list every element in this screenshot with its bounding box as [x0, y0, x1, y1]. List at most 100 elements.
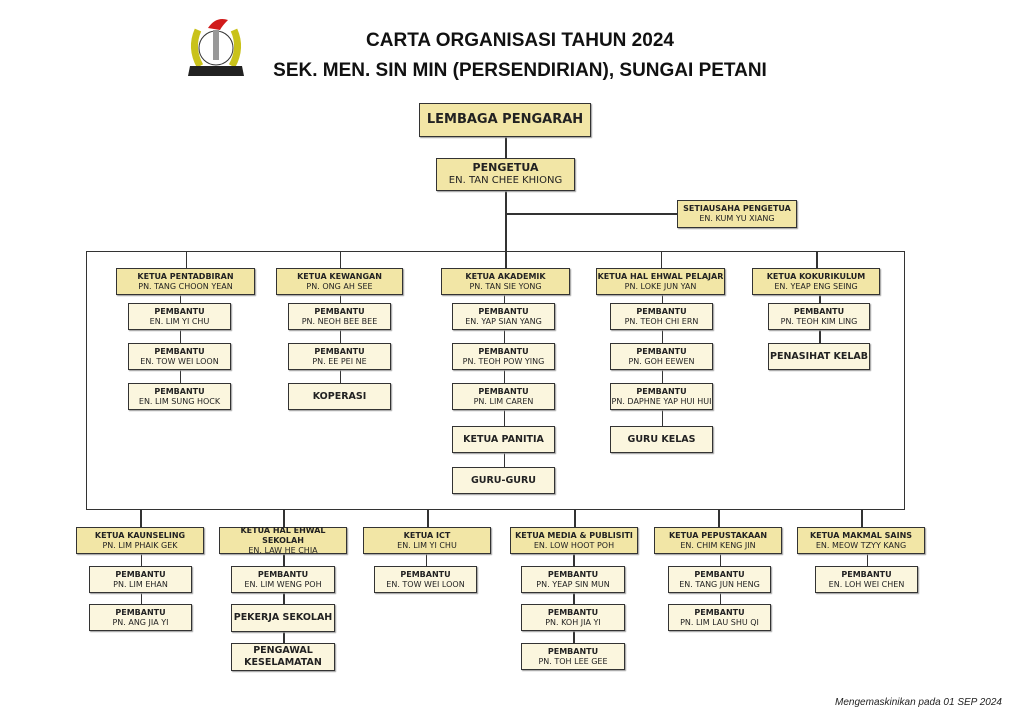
connector-line	[866, 554, 868, 566]
person-name: PN. KOH JIA YI	[545, 617, 601, 627]
connector-line	[718, 510, 720, 527]
connector-line	[574, 510, 576, 527]
connector-line	[185, 251, 187, 268]
person-name: PN. LIM LAU SHU QI	[680, 617, 759, 627]
box-title: PEMBANTU	[314, 306, 365, 316]
box-title: PENGETUA	[472, 161, 539, 175]
box-title: KETUA KAUNSELING	[94, 530, 186, 540]
box-title: PEMBANTU	[547, 646, 599, 656]
person-name: PN. TANG CHOON YEAN	[138, 281, 233, 291]
unit-box: PENGAWAL KESELAMATAN	[231, 643, 335, 671]
person-name: PN. TOH LEE GEE	[538, 656, 608, 666]
connector-line	[505, 137, 507, 270]
connector-line	[427, 510, 429, 527]
person-name: EN. TAN CHEE KHIONG	[448, 175, 563, 187]
connector-line	[505, 251, 507, 268]
person-name: PN. LIM CAREN	[473, 396, 534, 406]
person-name: EN. TANG JUN HENG	[679, 579, 760, 589]
box-title: KETUA KOKURIKULUM	[766, 271, 866, 281]
box-title: PEMBANTU	[154, 346, 205, 356]
box-title: PEMBANTU	[841, 569, 892, 579]
box-title: SETIAUSAHA PENGETUA	[683, 204, 791, 213]
connector-line	[179, 295, 181, 383]
person-name: PN. TAN SIE YONG	[469, 281, 542, 291]
connector-line	[339, 251, 341, 268]
box-title: KETUA PENTADBIRAN	[137, 271, 234, 281]
chart-title: CARTA ORGANISASI TAHUN 2024	[366, 30, 674, 51]
box-title: PEMBANTU	[257, 569, 309, 579]
connector-line	[573, 554, 575, 643]
box-title: PEMBANTU	[314, 346, 365, 356]
box-title: PEMBANTU	[400, 569, 451, 579]
board-box: LEMBAGA PENGARAH	[419, 103, 591, 137]
person-name: EN. CHIM KENG JIN	[680, 540, 756, 550]
person-name: EN. LOW HOOT POH	[533, 540, 615, 550]
connector-line	[283, 554, 285, 643]
box-title: GURU KELAS	[627, 433, 696, 445]
person-name: PN. GOH EEWEN	[628, 356, 695, 366]
connector-line	[283, 510, 285, 527]
person-name: PN. ANG JIA YI	[112, 617, 169, 627]
box-title: KETUA ICT	[403, 530, 451, 540]
person-name: EN. LIM YI CHU	[149, 316, 210, 326]
person-name: EN. YAP SIAN YANG	[465, 316, 542, 326]
person-name: EN. LIM WENG POH	[244, 579, 322, 589]
person-name: EN. YEAP ENG SEING	[774, 281, 858, 291]
box-title: KETUA PEPUSTAKAAN	[668, 530, 768, 540]
box-title: KETUA PANITIA	[463, 433, 544, 445]
connector-line	[816, 251, 818, 268]
box-title: PENASIHAT KELAB	[770, 350, 868, 362]
unit-box: KOPERASI	[288, 383, 391, 410]
person-name: EN. TOW WEI LOON	[140, 356, 219, 366]
person-name: PN. LIM EHAN	[113, 579, 168, 589]
box-title: PEMBANTU	[478, 346, 529, 356]
person-name: PN. EE PEI NE	[312, 356, 367, 366]
box-title: PEMBANTU	[547, 569, 599, 579]
box-title: PEMBANTU	[694, 607, 745, 617]
person-name: PN. DAPHNE YAP HUI HUI	[611, 396, 712, 406]
unit-box: KETUA PANITIA	[452, 426, 555, 453]
box-title: PEMBANTU	[115, 607, 166, 617]
connector-line	[425, 554, 427, 566]
box-title: PEMBANTU	[154, 306, 205, 316]
connector-line	[505, 213, 677, 215]
person-name: EN. KUM YU XIANG	[699, 214, 775, 223]
connector-line	[140, 510, 142, 527]
box-title: PEKERJA SEKOLAH	[233, 612, 333, 624]
updated-date: Mengemaskinikan pada 01 SEP 2024	[835, 697, 1002, 708]
unit-box: GURU KELAS	[610, 426, 713, 453]
person-name: PN. LOKE JUN YAN	[624, 281, 697, 291]
unit-box: PENASIHAT KELAB	[768, 343, 870, 370]
person-name: EN. LIM SUNG HOCK	[138, 396, 221, 406]
person-name: PN. TEOH POW YING	[462, 356, 545, 366]
person-name: PN. NEOH BEE BEE	[301, 316, 378, 326]
person-name: EN. LIM YI CHU	[397, 540, 457, 550]
box-title: KETUA HAL EHWAL PELAJAR	[597, 271, 724, 281]
box-title: PEMBANTU	[478, 386, 529, 396]
connector-line	[339, 295, 341, 383]
box-title: PEMBANTU	[478, 306, 529, 316]
connector-line	[503, 295, 505, 467]
